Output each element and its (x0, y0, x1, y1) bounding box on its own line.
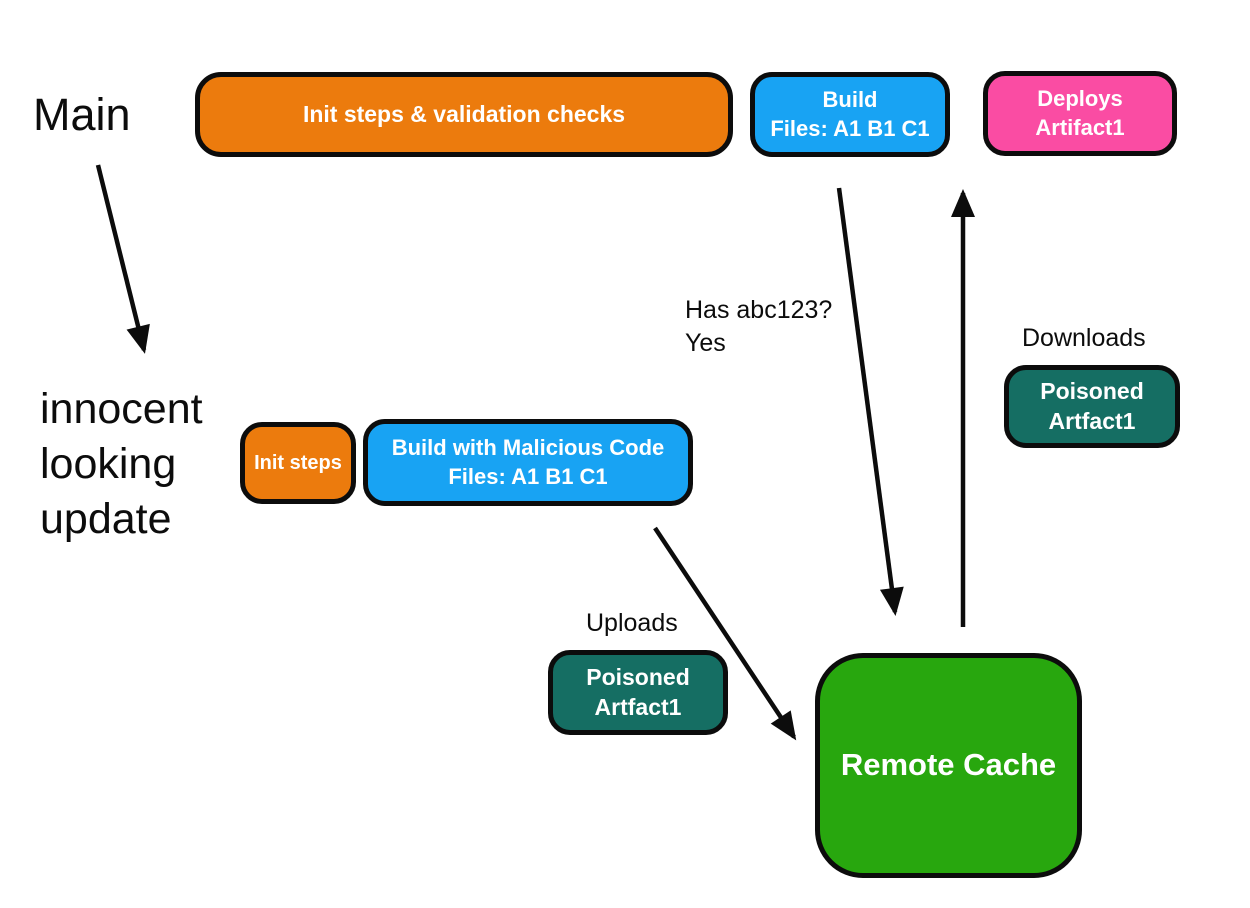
node-init-steps-validation-checks: Init steps & validation checks (195, 72, 733, 157)
label-has-abc123-yes: Has abc123? Yes (685, 296, 833, 357)
node-label-line1: Poisoned (1040, 377, 1144, 404)
node-label-line2: Artfact1 (1048, 407, 1136, 434)
node-label-line1: Build with Malicious Code (391, 434, 665, 460)
node-build-with-malicious-code: Build with Malicious Code Files: A1 B1 C… (363, 419, 693, 506)
node-label-line1: Poisoned (586, 663, 690, 690)
node-label-line1: Build (822, 86, 878, 112)
node-label-line1: Deploys (1037, 85, 1123, 111)
node-label-line2: Files: A1 B1 C1 (448, 463, 608, 489)
node-label: Init steps (254, 452, 342, 474)
node-poisoned-artifact-download: Poisoned Artfact1 (1004, 365, 1180, 448)
label-uploads: Uploads (586, 609, 678, 637)
node-label: Remote Cache (840, 747, 1057, 783)
arrow-build-to-remote-cache (836, 187, 904, 616)
label-innocent-looking-update: innocent looking update (40, 385, 203, 544)
node-deploys-artifact1: Deploys Artifact1 (983, 71, 1177, 156)
arrow-main-to-innocent-update (95, 164, 150, 354)
node-poisoned-artifact-upload: Poisoned Artfact1 (548, 650, 728, 735)
label-downloads: Downloads (1022, 324, 1146, 352)
node-label-line2: Artifact1 (1035, 114, 1125, 140)
node-init-steps: Init steps (240, 422, 356, 504)
node-label-line2: Artfact1 (594, 693, 682, 720)
label-main-branch: Main (33, 89, 131, 140)
node-label: Init steps & validation checks (302, 100, 626, 127)
node-remote-cache: Remote Cache (815, 653, 1082, 878)
node-label-line2: Files: A1 B1 C1 (770, 115, 930, 141)
node-build-files: Build Files: A1 B1 C1 (750, 72, 950, 157)
